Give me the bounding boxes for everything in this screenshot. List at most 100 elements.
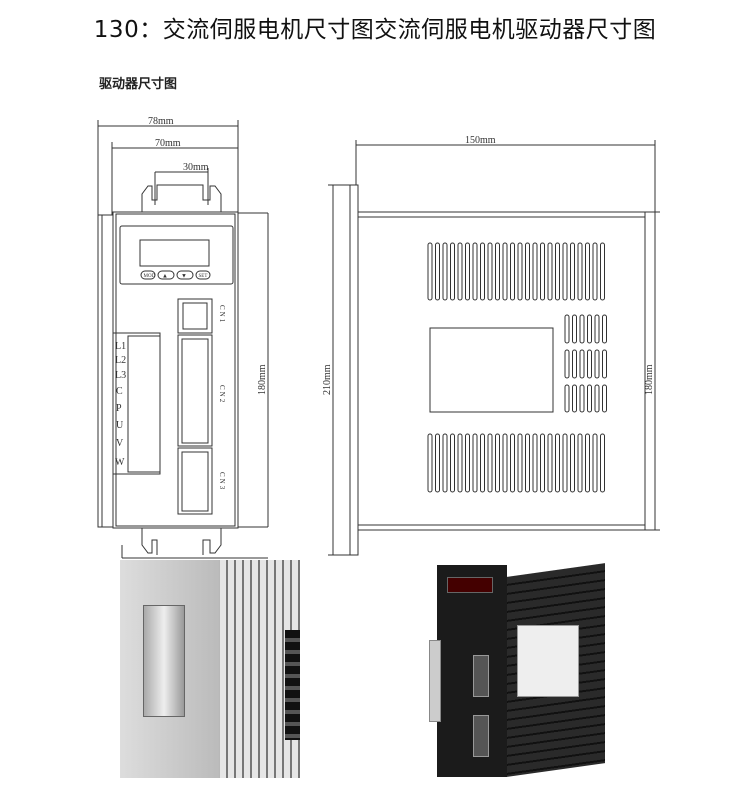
side-body — [357, 211, 646, 531]
display-panel — [119, 225, 234, 285]
vent-slot — [465, 433, 470, 493]
driver-led-display — [447, 577, 493, 593]
vent-slot — [450, 242, 455, 301]
vent-slot — [540, 242, 545, 301]
vent-slot — [594, 349, 600, 379]
vent-slot — [572, 384, 577, 413]
vent-slot — [465, 242, 470, 301]
vent-slot — [517, 242, 523, 301]
vent-slot — [577, 433, 583, 493]
vent-slot — [562, 242, 568, 301]
vent-slot — [564, 314, 570, 344]
vent-slot — [457, 433, 463, 493]
section-subtitle: 驱动器尺寸图 — [99, 77, 178, 92]
lcd-display — [139, 239, 210, 267]
label-area — [429, 327, 554, 413]
vent-slot — [480, 433, 485, 493]
terminal-c: C — [116, 386, 123, 397]
vent-slot — [602, 384, 607, 413]
dim-180mm-side: 180mm — [644, 364, 655, 395]
vent-slot — [472, 433, 478, 493]
driver-side-bracket — [429, 640, 441, 722]
vent-slot — [450, 433, 455, 493]
cn3-label: CN3 — [218, 472, 226, 491]
vent-slot — [517, 433, 523, 493]
dim-78mm: 78mm — [148, 116, 174, 127]
vent-slot — [502, 242, 508, 301]
dim-30mm: 30mm — [183, 162, 209, 173]
vent-slot — [495, 433, 500, 493]
svg-text:▲: ▲ — [162, 274, 168, 280]
set-button — [195, 270, 211, 280]
mod-button — [140, 270, 156, 280]
mounting-plate — [349, 184, 359, 556]
cn2-connector — [177, 334, 213, 447]
vent-slot — [555, 433, 560, 493]
terminal-strip — [285, 630, 300, 740]
dim-180mm-front: 180mm — [257, 364, 268, 395]
vent-slot — [540, 433, 545, 493]
vent-slot — [587, 384, 592, 413]
down-button — [176, 270, 194, 280]
vent-slot — [532, 433, 538, 493]
vent-slot — [547, 242, 553, 301]
vent-slot — [487, 242, 493, 301]
dim-70mm: 70mm — [155, 138, 181, 149]
vent-slot — [602, 349, 607, 379]
heatsink-photo — [120, 560, 300, 778]
vent-slot — [602, 314, 607, 344]
cn3-connector — [177, 447, 213, 515]
terminal-l2: L2 — [115, 355, 126, 366]
vent-slot — [587, 314, 592, 344]
vent-slot — [435, 433, 440, 493]
vent-slot — [579, 314, 585, 344]
page-title: 130：交流伺服电机尺寸图交流伺服电机驱动器尺寸图 — [93, 17, 657, 43]
vent-slot — [592, 433, 598, 493]
front-view: 78mm 70mm 30mm 180mm MOD ▲ ▼ SET — [97, 116, 269, 559]
vent-slot — [480, 242, 485, 301]
terminal-u: U — [116, 420, 124, 431]
vent-slot — [525, 433, 530, 493]
vent-slot — [495, 242, 500, 301]
vent-slot — [579, 349, 585, 379]
terminal-l3: L3 — [115, 370, 126, 381]
svg-text:▼: ▼ — [181, 274, 187, 280]
side-view: 150mm 210mm 180mm — [322, 135, 660, 556]
vent-slot — [532, 242, 538, 301]
vent-slot — [579, 384, 585, 413]
vent-slot — [555, 242, 560, 301]
vent-slot — [502, 433, 508, 493]
resistor-component — [143, 605, 185, 717]
vent-slot — [457, 242, 463, 301]
up-button — [157, 270, 175, 280]
terminal-w: W — [115, 457, 125, 468]
vent-slot — [594, 384, 600, 413]
dim-210mm: 210mm — [322, 364, 333, 395]
driver-nameplate — [517, 625, 579, 697]
vent-slot — [435, 242, 440, 301]
vent-slot — [592, 242, 598, 301]
driver-photo — [425, 555, 610, 783]
vent-slot — [570, 242, 575, 301]
vent-slot — [547, 433, 553, 493]
vent-slot — [510, 433, 515, 493]
panel-buttons: MOD ▲ ▼ SET — [140, 270, 211, 280]
vent-slot — [585, 433, 590, 493]
cn1-label: CN1 — [218, 305, 226, 324]
vent-slot — [472, 242, 478, 301]
vent-slot — [442, 242, 448, 301]
terminal-v: V — [116, 438, 124, 449]
vent-slots — [427, 242, 607, 493]
vent-slot — [525, 242, 530, 301]
terminal-l1: L1 — [115, 341, 126, 352]
vent-slot — [577, 242, 583, 301]
cn3-port-photo — [473, 715, 489, 757]
vent-slot — [510, 242, 515, 301]
driver-front-face — [437, 565, 507, 777]
vent-slot — [564, 349, 570, 379]
vent-slot — [562, 433, 568, 493]
vent-slot — [600, 242, 605, 301]
vent-slot — [487, 433, 493, 493]
terminal-labels: L1 L2 L3 C P U V W — [115, 341, 126, 468]
